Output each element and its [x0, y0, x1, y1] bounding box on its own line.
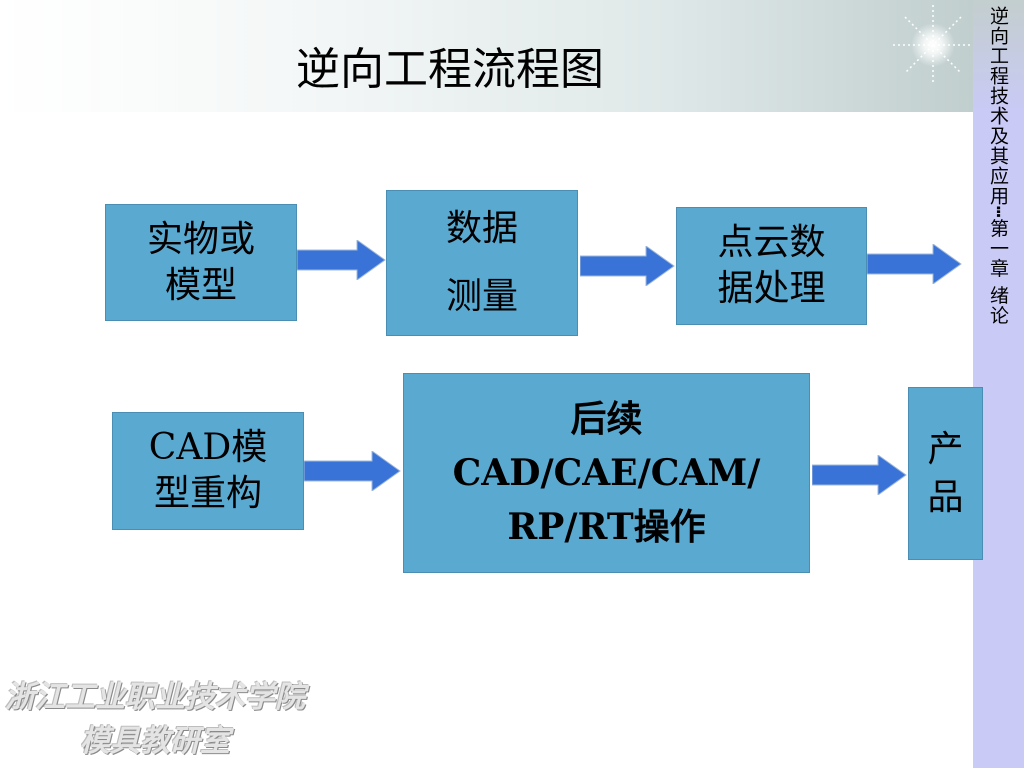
box-product-label: 产 品 — [927, 428, 964, 518]
box-followup-label: 后续 CAD/CAE/CAM/ RP/RT操作 — [452, 398, 761, 548]
box-object-or-model: 实物或 模型 — [105, 204, 297, 321]
box-cad-label: CAD模 型重构 — [148, 427, 268, 514]
box-followup-operations: 后续 CAD/CAE/CAM/ RP/RT操作 — [403, 373, 810, 573]
arrow-pointcloud-out-icon — [867, 244, 962, 284]
page-title: 逆向工程流程图 — [296, 44, 604, 95]
footer-institution: 浙江工业职业技术学院 — [5, 680, 305, 715]
side-caption: 逆向工程技术及其应用┅第一章 绪论 — [987, 6, 1009, 326]
arrow-object-to-measure-icon — [297, 240, 386, 280]
box-measure-label: 数据 测量 — [445, 208, 518, 317]
sidebar-top — [973, 0, 1024, 112]
header-band — [0, 0, 1024, 112]
footer-watermark: 浙江工业职业技术学院 模具教研室 — [0, 676, 310, 768]
box-pointcloud-label: 点云数 据处理 — [717, 222, 826, 309]
box-object-label: 实物或 模型 — [146, 218, 255, 306]
arrow-measure-to-pointcloud-icon — [580, 246, 675, 286]
box-point-cloud-processing: 点云数 据处理 — [676, 207, 867, 325]
box-cad-model-reconstruction: CAD模 型重构 — [112, 412, 304, 530]
footer-department: 模具教研室 — [80, 724, 230, 759]
arrow-followup-to-product-icon — [812, 455, 907, 495]
box-product: 产 品 — [908, 387, 983, 560]
box-data-measurement: 数据 测量 — [386, 190, 578, 336]
arrow-cad-to-followup-icon — [304, 451, 401, 491]
sparkle-decoration-icon — [893, 5, 973, 85]
